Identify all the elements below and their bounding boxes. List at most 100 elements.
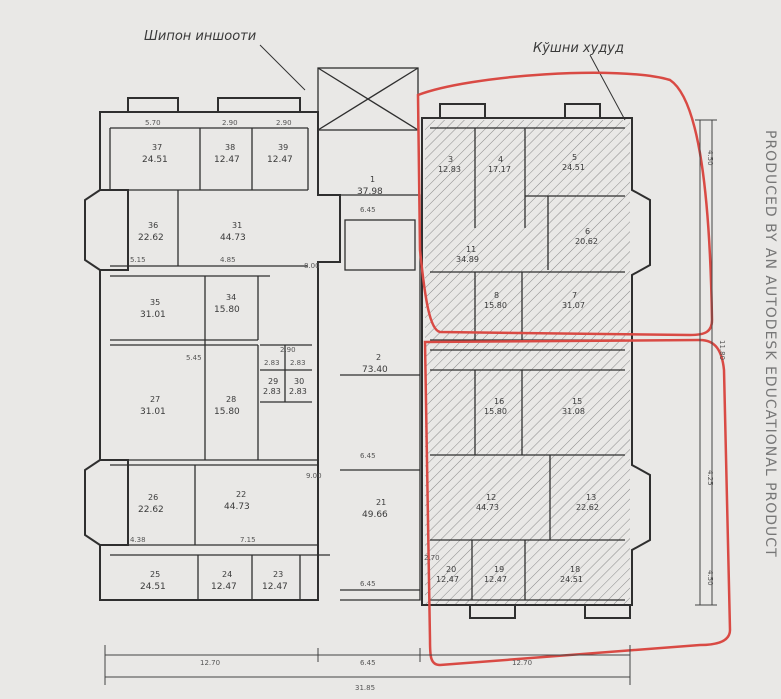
- room-area: 22.62: [138, 505, 164, 515]
- dimension-labels: 5.70 2.90 2.90 6.45 5.15 4.85 8.00 2.90 …: [130, 119, 726, 692]
- dim-label: 2.83: [264, 359, 280, 367]
- room-area: 73.40: [362, 365, 388, 375]
- room-no: 19: [494, 565, 504, 574]
- room-area: 12.47: [267, 155, 293, 165]
- room-area: 2.83: [289, 387, 307, 396]
- dim-label: 6.45: [360, 659, 376, 667]
- room-area: 12.47: [214, 155, 240, 165]
- room-no: 13: [586, 493, 596, 502]
- room-no: 7: [572, 291, 577, 300]
- room-no: 22: [236, 490, 246, 499]
- room-area: 17.17: [488, 165, 511, 174]
- room-area: 12.47: [436, 575, 459, 584]
- dim-label: 2.90: [276, 119, 292, 127]
- room-area: 2.83: [263, 387, 281, 396]
- left-block-walls: [84, 97, 341, 601]
- dim-label: 5.70: [145, 119, 161, 127]
- room-no: 23: [273, 570, 283, 579]
- right-title: Кўшни худуд: [533, 41, 624, 56]
- bottom-dimension-lines: [104, 645, 631, 685]
- highlight-bottom: [423, 338, 732, 667]
- room-no: 31: [232, 221, 242, 230]
- room-area: 12.47: [262, 582, 288, 592]
- left-title: Шипон иншооти: [144, 29, 256, 44]
- room-no: 30: [294, 377, 304, 386]
- room-no: 21: [376, 498, 386, 507]
- room-area: 44.73: [476, 503, 499, 512]
- room-no: 3: [448, 155, 453, 164]
- dim-label: 5.45: [186, 354, 202, 362]
- dim-label: 2.90: [222, 119, 238, 127]
- room-area: 24.51: [560, 575, 583, 584]
- room-no: 16: [494, 397, 504, 406]
- dim-label: 9.00: [306, 472, 322, 480]
- room-no: 18: [570, 565, 580, 574]
- dim-label: 11.80: [718, 340, 726, 360]
- room-area: 15.80: [484, 301, 507, 310]
- room-no: 11: [466, 245, 476, 254]
- dim-label: 6.45: [360, 206, 376, 214]
- room-area: 24.51: [140, 582, 166, 592]
- central-stair: [317, 67, 421, 601]
- dim-label: 12.70: [512, 659, 532, 667]
- room-no: 25: [150, 570, 160, 579]
- room-no: 12: [486, 493, 496, 502]
- dim-label: 4.85: [220, 256, 236, 264]
- room-area: 37.98: [357, 187, 383, 197]
- room-no: 34: [226, 293, 236, 302]
- room-area: 22.62: [138, 233, 164, 243]
- room-no: 39: [278, 143, 288, 152]
- dim-label: 4.38: [130, 536, 146, 544]
- dim-label: 4.50: [706, 570, 714, 586]
- room-no: 37: [152, 143, 162, 152]
- room-area: 15.80: [484, 407, 507, 416]
- room-no: 26: [148, 493, 158, 502]
- room-no: 38: [225, 143, 235, 152]
- dim-label: 4.25: [706, 470, 714, 486]
- dim-label: 5.15: [130, 256, 146, 264]
- room-area: 31.01: [140, 310, 166, 320]
- room-no: 27: [150, 395, 160, 404]
- dim-label: 12.70: [200, 659, 220, 667]
- highlight-top: [416, 71, 714, 337]
- room-area: 20.62: [575, 237, 598, 246]
- room-no: 2: [376, 353, 381, 362]
- left-partitions: [109, 127, 330, 600]
- room-area: 31.07: [562, 301, 585, 310]
- room-no: 8: [494, 291, 499, 300]
- room-no: 35: [150, 298, 160, 307]
- room-area: 44.73: [220, 233, 246, 243]
- room-area: 24.51: [142, 155, 168, 165]
- room-area: 15.80: [214, 407, 240, 417]
- room-no: 1: [370, 175, 375, 184]
- dim-label: 6.45: [360, 452, 376, 460]
- dim-label: 2.83: [290, 359, 306, 367]
- room-no: 24: [222, 570, 232, 579]
- room-area: 34.89: [456, 255, 479, 264]
- dim-label: 2.70: [424, 554, 440, 562]
- dim-label: 4.50: [706, 150, 714, 166]
- room-labels: 37 24.51 38 12.47 39 12.47 1 37.98 36 22…: [138, 143, 599, 592]
- room-no: 5: [572, 153, 577, 162]
- room-no: 4: [498, 155, 503, 164]
- room-area: 24.51: [562, 163, 585, 172]
- room-area: 12.83: [438, 165, 461, 174]
- room-no: 28: [226, 395, 236, 404]
- room-no: 6: [585, 227, 590, 236]
- room-area: 49.66: [362, 510, 388, 520]
- room-no: 29: [268, 377, 278, 386]
- room-area: 12.47: [211, 582, 237, 592]
- room-no: 20: [446, 565, 456, 574]
- room-area: 44.73: [224, 502, 250, 512]
- dim-label: 8.00: [304, 262, 320, 270]
- room-area: 12.47: [484, 575, 507, 584]
- room-no: 36: [148, 221, 158, 230]
- dim-label: 6.45: [360, 580, 376, 588]
- room-no: 15: [572, 397, 582, 406]
- right-block: [421, 103, 651, 619]
- room-area: 31.08: [562, 407, 585, 416]
- dim-label: 2.90: [280, 346, 296, 354]
- dim-label: 7.15: [240, 536, 256, 544]
